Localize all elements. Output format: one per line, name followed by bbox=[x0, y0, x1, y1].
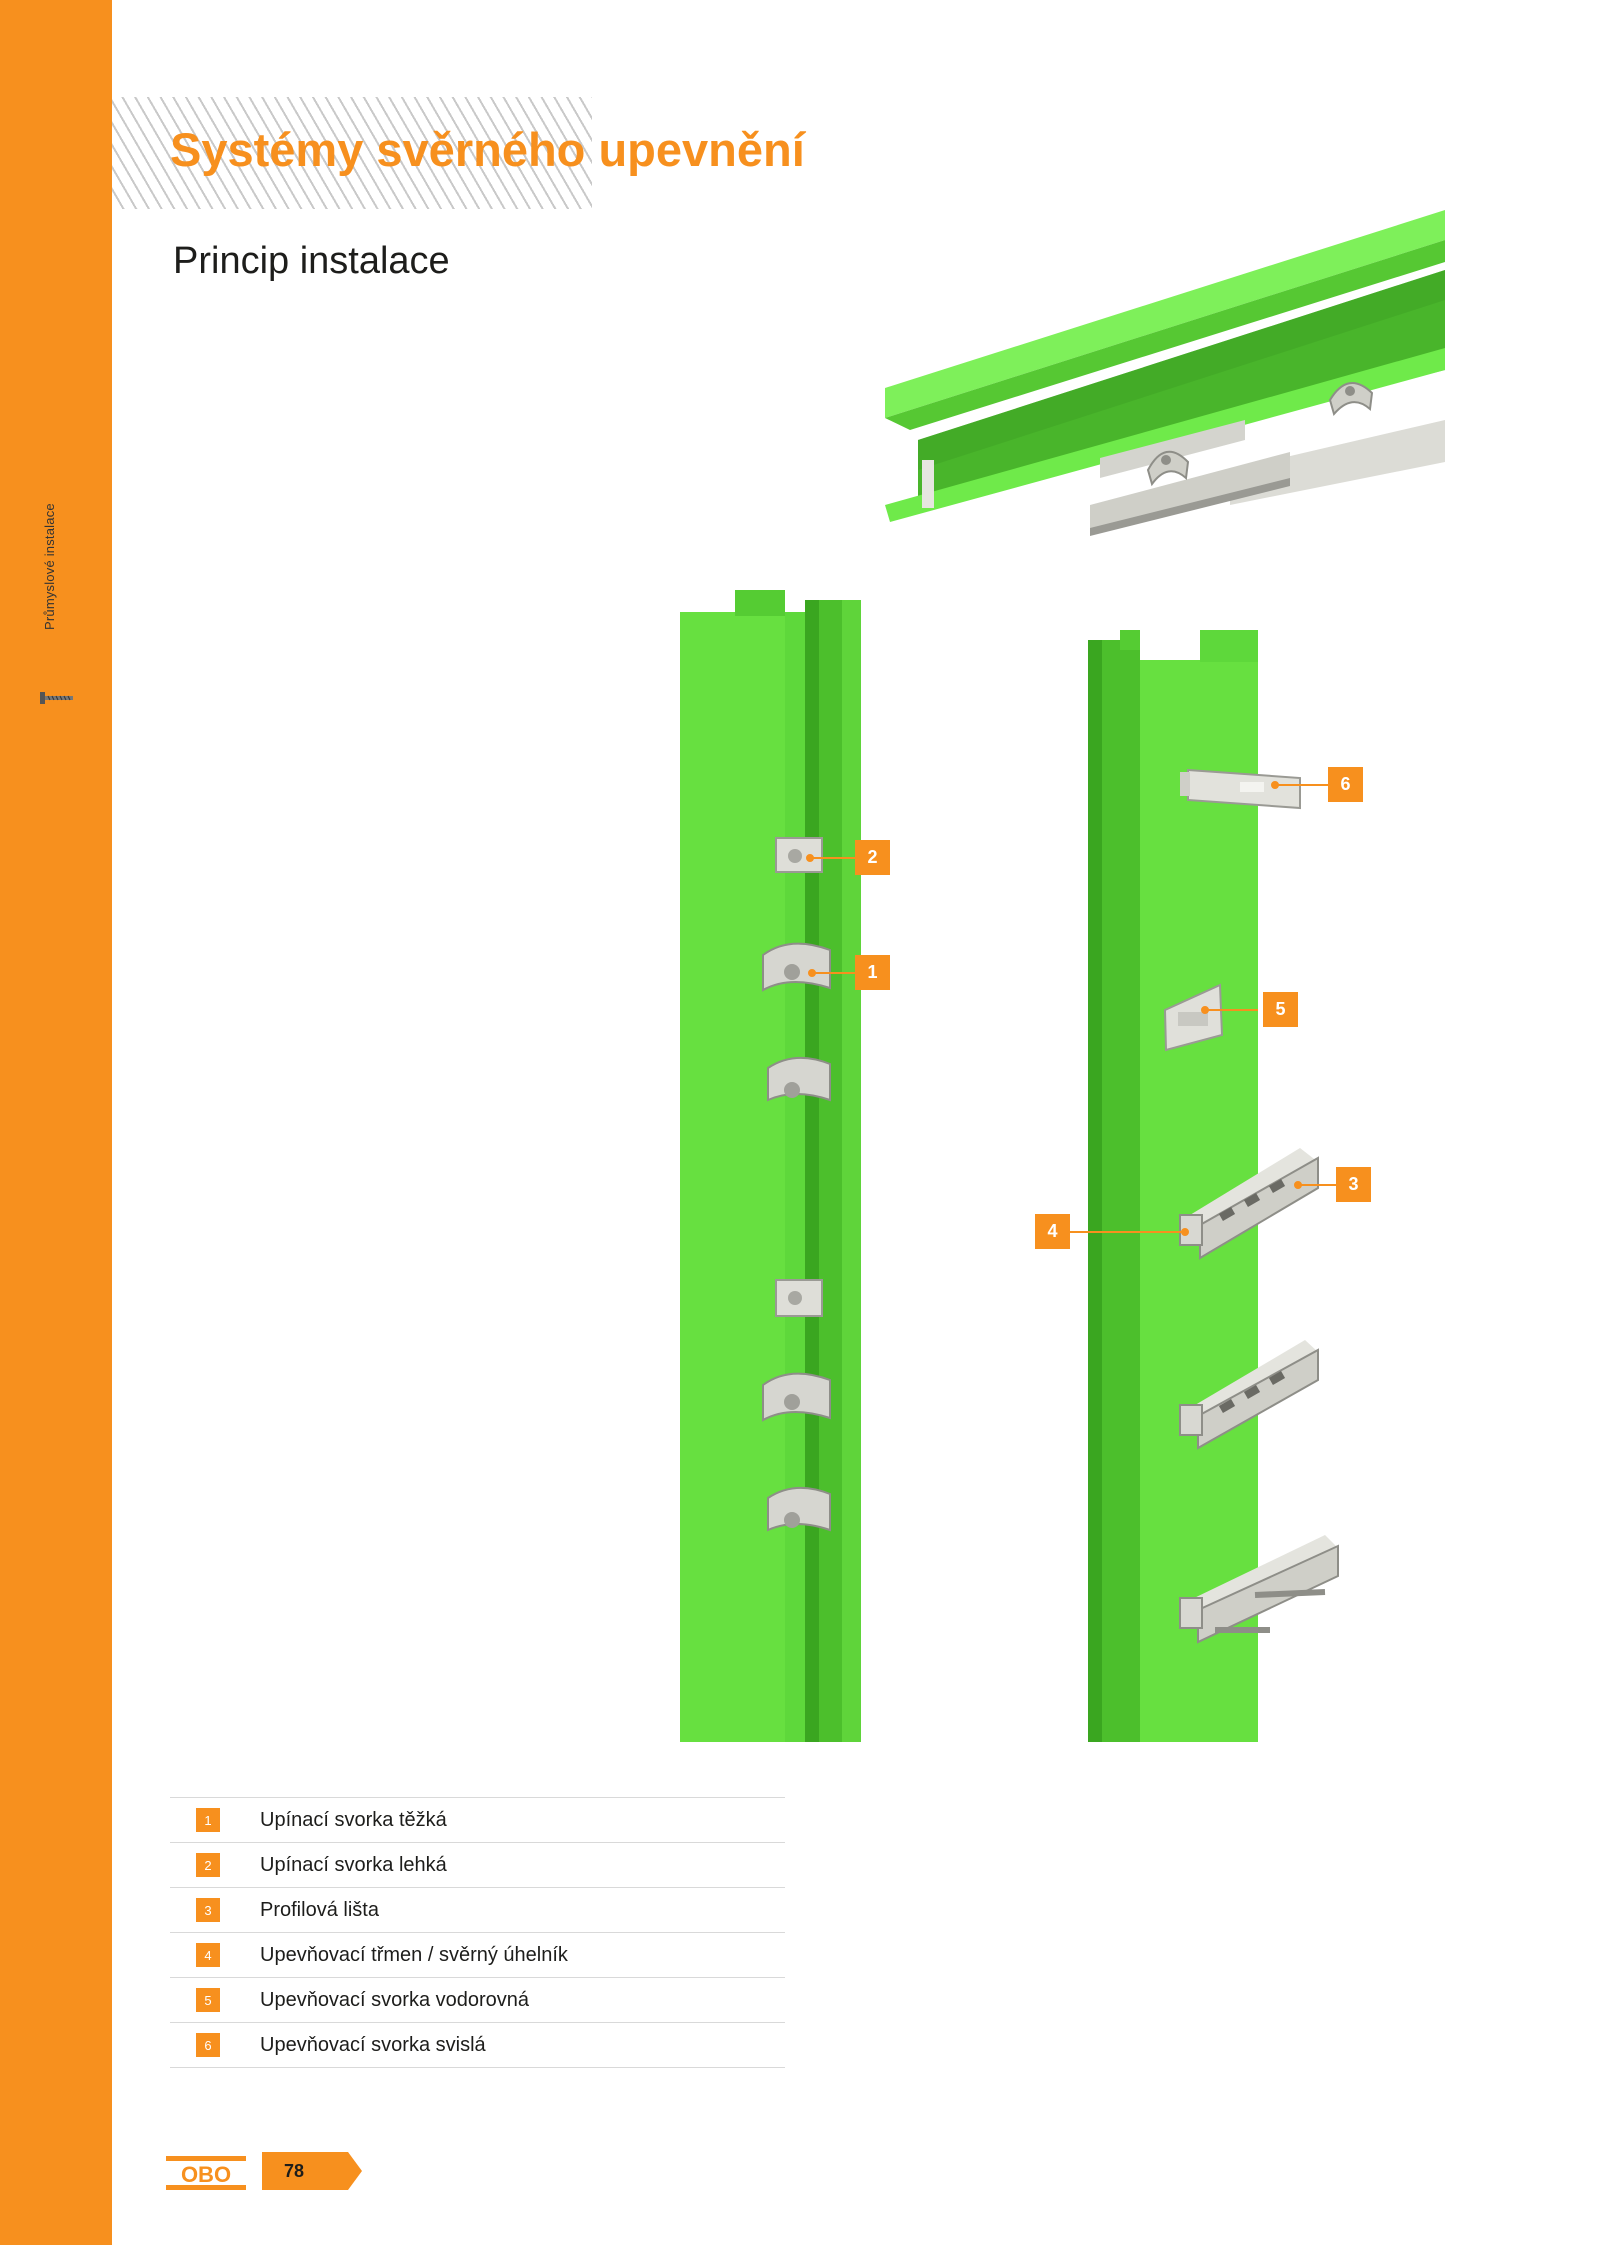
left-clamp-d bbox=[775, 1279, 823, 1317]
callout-5: 5 bbox=[1263, 992, 1298, 1027]
installation-illustration bbox=[680, 210, 1445, 1742]
page-title: Systémy svěrného upevnění bbox=[170, 123, 805, 176]
legend-row: 1 Upínací svorka těžká bbox=[170, 1797, 785, 1842]
horizontal-beam bbox=[885, 210, 1445, 536]
horizontal-beam-clamp-1 bbox=[1146, 450, 1190, 487]
page-number: 78 bbox=[284, 2160, 305, 2181]
legend-text: Upínací svorka lehká bbox=[260, 1853, 447, 1876]
left-column bbox=[680, 590, 861, 1742]
legend-text: Upevňovací svorka vodorovná bbox=[260, 1988, 530, 2011]
legend-row: 3 Profilová lišta bbox=[170, 1887, 785, 1932]
page-subtitle: Princip instalace bbox=[173, 240, 450, 282]
page-number-tab: 78 bbox=[262, 2152, 362, 2190]
legend-number: 5 bbox=[196, 1988, 220, 2012]
title-hatch-decoration bbox=[112, 97, 592, 209]
profile-rail-lower bbox=[1179, 1535, 1339, 1644]
profile-rail-3-upper bbox=[1179, 1148, 1319, 1260]
vertical-clamp-6 bbox=[1180, 768, 1301, 810]
obo-logo: OBO bbox=[166, 2156, 246, 2190]
profile-rail-middle bbox=[1179, 1340, 1319, 1450]
legend-text: Profilová lišta bbox=[260, 1898, 379, 1921]
side-color-band bbox=[0, 0, 112, 2245]
callout-leaders bbox=[806, 781, 1336, 1236]
legend-row: 4 Upevňovací třmen / svěrný úhelník bbox=[170, 1932, 785, 1977]
horizontal-clamp-5 bbox=[1163, 983, 1224, 1052]
legend-number: 1 bbox=[196, 1808, 220, 1832]
legend-number: 6 bbox=[196, 2033, 220, 2057]
legend-number: 2 bbox=[196, 1853, 220, 1877]
screw-icon bbox=[40, 692, 73, 704]
callout-3: 3 bbox=[1336, 1167, 1371, 1202]
left-clamp-c bbox=[767, 1056, 831, 1102]
callout-4: 4 bbox=[1035, 1214, 1070, 1249]
svg-text:OBO: OBO bbox=[181, 2162, 231, 2187]
legend-text: Upevňovací třmen / svěrný úhelník bbox=[260, 1943, 568, 1966]
left-clamp-b bbox=[762, 942, 831, 992]
callout-6: 6 bbox=[1328, 767, 1363, 802]
callout-2: 2 bbox=[855, 840, 890, 875]
legend-row: 5 Upevňovací svorka vodorovná bbox=[170, 1977, 785, 2022]
legend-number: 3 bbox=[196, 1898, 220, 1922]
legend-text: Upínací svorka těžká bbox=[260, 1808, 447, 1831]
horizontal-beam-clamp-2 bbox=[1328, 382, 1374, 417]
callout-1: 1 bbox=[855, 955, 890, 990]
legend-row: 2 Upínací svorka lehká bbox=[170, 1842, 785, 1887]
left-clamp-f bbox=[767, 1486, 831, 1532]
left-clamp-a bbox=[775, 837, 823, 873]
left-clamp-e bbox=[762, 1372, 831, 1422]
legend-text: Upevňovací svorka svislá bbox=[260, 2033, 486, 2056]
legend-number: 4 bbox=[196, 1943, 220, 1967]
legend-row: 6 Upevňovací svorka svislá bbox=[170, 2022, 785, 2068]
legend-table: 1 Upínací svorka těžká 2 Upínací svorka … bbox=[170, 1797, 785, 2068]
